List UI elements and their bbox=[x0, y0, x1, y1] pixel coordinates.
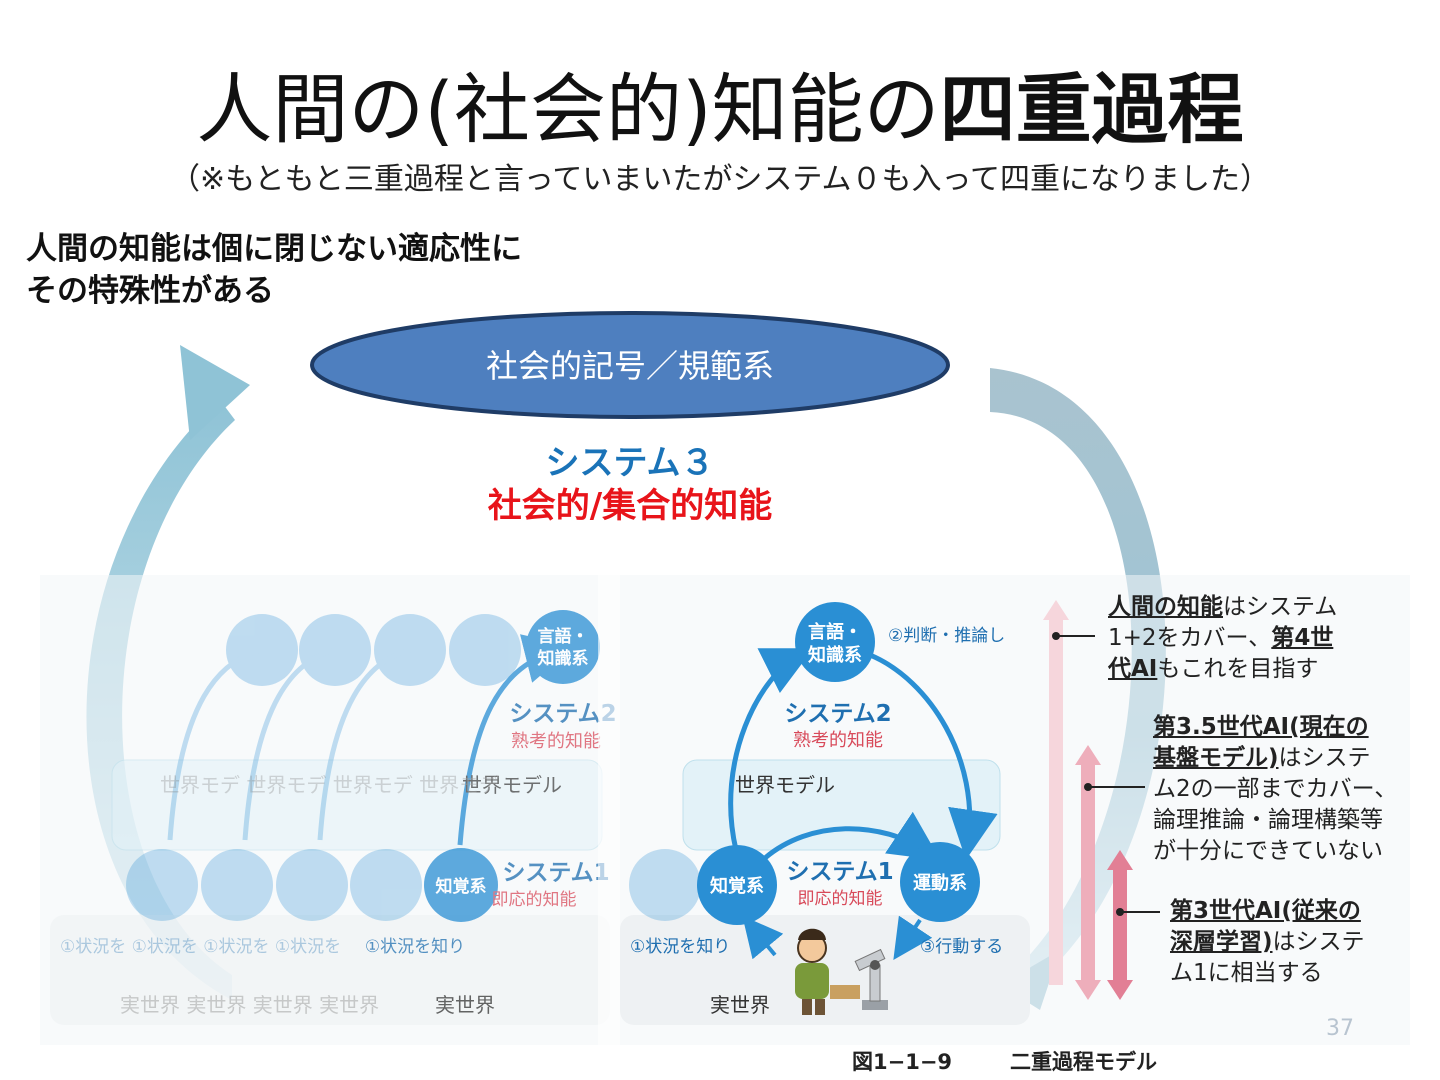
robot-arm-illustration bbox=[854, 948, 888, 1010]
ghost-system2-subtitle: 熟考的知能 bbox=[511, 731, 601, 752]
system3-subtitle: 社会的/集合的知能 bbox=[487, 486, 773, 526]
motor-node: 運動系 bbox=[900, 842, 980, 922]
note3-text-3: ム1に相当する bbox=[1170, 960, 1323, 986]
title-bold: 四重過程 bbox=[939, 65, 1244, 154]
system2-title: システム2 bbox=[784, 701, 891, 727]
figure-number: 図1−1−9 bbox=[852, 1050, 953, 1074]
note2-text-2: はシステ bbox=[1278, 745, 1371, 771]
ghost-system1-title: システム1 bbox=[502, 860, 609, 886]
step1-label: ①状況を知り bbox=[630, 937, 730, 957]
ghost-world-model: 世界モデル bbox=[462, 773, 562, 797]
world-model-label: 世界モデル bbox=[735, 773, 835, 797]
title-normal: 人間の(社会的)知能の bbox=[196, 65, 940, 154]
language-node-line-2: 知識系 bbox=[808, 644, 862, 666]
main-diagram-arrows bbox=[728, 648, 998, 960]
person-illustration bbox=[795, 928, 860, 1015]
note2-text-3: ム2の一部までカバー、 bbox=[1153, 776, 1398, 802]
ghost-system1-subtitle: 即応的知能 bbox=[492, 890, 577, 910]
page-subtitle: （※もともと三重過程と言っていまいたがシステム０も入って四重になりました） bbox=[169, 162, 1271, 197]
note3-bold-2: 深層学習) bbox=[1170, 929, 1273, 955]
page-number: 37 bbox=[1326, 1016, 1354, 1041]
motor-node-label: 運動系 bbox=[913, 872, 967, 894]
perception-node: 知覚系 bbox=[697, 845, 777, 925]
note1-text-2: 1+2をカバー、 bbox=[1108, 625, 1272, 651]
ghost-language-label-1: 言語・ bbox=[538, 626, 589, 647]
social-ellipse-label: 社会的記号／規範系 bbox=[486, 347, 774, 385]
perception-node-label: 知覚系 bbox=[710, 875, 764, 897]
note2-text-4: 論理推論・論理構築等 bbox=[1153, 807, 1383, 833]
ghost-real-world-repeat: 実世界 実世界 実世界 実世界 bbox=[120, 993, 379, 1017]
note2-text-5: が十分にできていない bbox=[1153, 838, 1383, 864]
note2-bold-2: 基盤モデル) bbox=[1153, 745, 1279, 771]
note1-bold-2: 第4世 bbox=[1271, 625, 1334, 651]
page-title: 人間の(社会的)知能の四重過程 bbox=[0, 62, 1440, 158]
ghost-real-world-panel bbox=[50, 915, 610, 1025]
system3-title: システム３ bbox=[545, 443, 715, 483]
ghost-real-world: 実世界 bbox=[435, 993, 495, 1017]
lead-statement: 人間の知能は個に閉じない適応性に その特殊性がある bbox=[26, 228, 522, 312]
system1-subtitle: 即応的知能 bbox=[798, 889, 883, 909]
note3-bold-1: 第3世代AI(従来の bbox=[1170, 898, 1361, 924]
note2-bold-1: 第3.5世代AI(現在の bbox=[1153, 714, 1369, 740]
note1-bold-3: 代AI bbox=[1108, 656, 1158, 682]
ghost-language-label-2: 知識系 bbox=[537, 648, 589, 669]
ghost-divider bbox=[598, 575, 620, 1045]
note3-text-2: はシステ bbox=[1272, 929, 1365, 955]
language-node-line-1: 言語・ bbox=[808, 621, 862, 643]
step2-label: ②判断・推論し bbox=[888, 626, 1005, 646]
note1-bold-1: 人間の知能 bbox=[1108, 594, 1223, 620]
step3-label: ③行動する bbox=[920, 937, 1003, 957]
lead-line-1: 人間の知能は個に閉じない適応性に bbox=[26, 231, 522, 267]
ghost-perception-label: 知覚系 bbox=[435, 876, 487, 897]
system1-title: システム1 bbox=[786, 859, 893, 885]
ghost-world-model-repeat: 世界モデ 世界モデ 世界モデ 世界モデ bbox=[160, 773, 499, 797]
social-norms-ellipse: 社会的記号／規範系 bbox=[310, 311, 950, 419]
ghost-diagram-copies bbox=[126, 614, 701, 921]
note1-text-1: はシステム bbox=[1223, 594, 1338, 620]
note-gen35-ai: 第3.5世代AI(現在の 基盤モデル)はシステ ム2の一部までカバー、 論理推論… bbox=[1153, 712, 1397, 867]
system2-subtitle: 熟考的知能 bbox=[793, 730, 883, 751]
ghost-step1-repeat: ①状況を ①状況を ①状況を ①状況を bbox=[60, 937, 341, 957]
figure-title: 二重過程モデル bbox=[1010, 1050, 1157, 1074]
lead-line-2: その特殊性がある bbox=[26, 273, 274, 309]
real-world-label: 実世界 bbox=[710, 993, 770, 1017]
ghost-step1: ①状況を知り bbox=[365, 937, 465, 957]
note-gen3-ai: 第3世代AI(従来の 深層学習)はシステ ム1に相当する bbox=[1170, 896, 1365, 989]
coverage-arrows bbox=[1043, 600, 1160, 1000]
note-human-intelligence: 人間の知能はシステム 1+2をカバー、第4世 代AIもこれを目指す bbox=[1108, 592, 1337, 685]
note1-text-3: もこれを目指す bbox=[1157, 656, 1319, 682]
language-knowledge-node: 言語・ 知識系 bbox=[795, 602, 875, 682]
